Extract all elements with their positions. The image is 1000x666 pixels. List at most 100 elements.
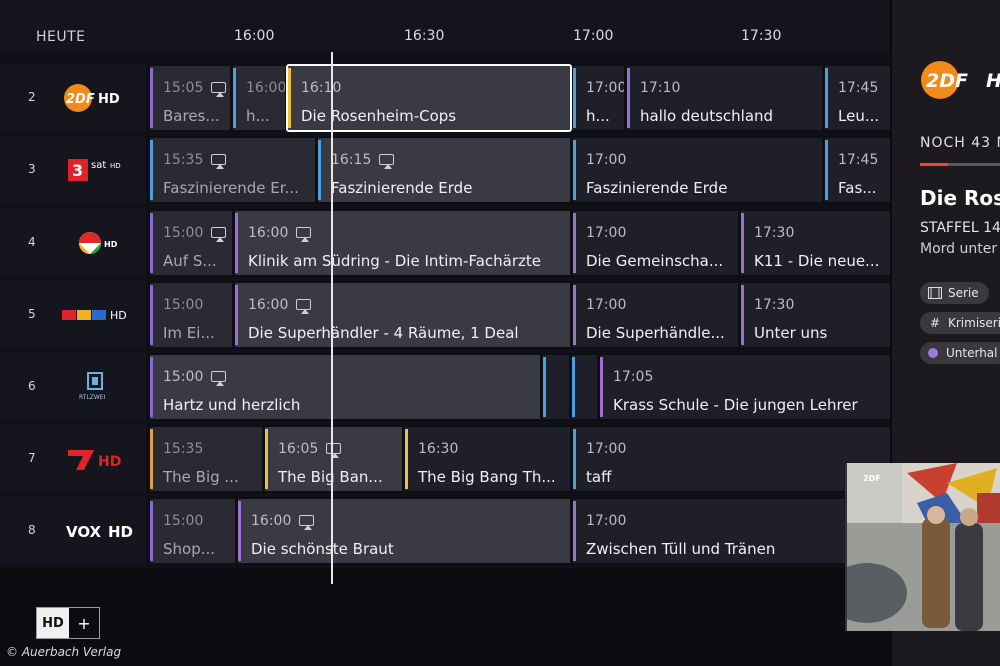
genre-color-bar [573,501,576,561]
today-label: HEUTE [36,29,86,45]
remaining-time: NOCH 43 M [920,135,1000,151]
program-title: h... [246,107,270,125]
channel-number: 6 [28,379,36,393]
rtl-hd-logo: HD [62,309,127,322]
program-start-time-text: 17:30 [754,225,795,241]
svg-text:HD: HD [110,162,121,170]
program-title: Faszinierende Erde [586,179,728,197]
program-start-time-text: 17:00 [586,152,627,168]
program-title: Die Gemeinscha... [586,252,724,270]
genre-color-bar [235,285,238,345]
program-title: Die Superhändle... [586,324,725,342]
genre-color-bar [627,68,630,128]
preview-watermark: 2DF [863,474,881,483]
replay-icon [326,443,342,458]
preview-image: 2DF [847,463,1000,631]
program-title: Die schönste Braut [251,540,394,558]
genre-color-bar [573,68,576,128]
genre-color-bar [405,429,408,489]
program-cell[interactable] [543,355,569,419]
svg-text:sat: sat [91,160,106,171]
program-start-time-text: 16:15 [331,152,372,168]
genre-color-bar [741,285,744,345]
program-start-time: 16:30 [418,441,458,457]
genre-color-bar [825,140,828,200]
program-title: K11 - Die neue... [754,252,880,270]
program-title: Faszinierende Erde [331,179,473,197]
program-start-time: 16:10 [301,80,341,96]
film-icon [928,287,942,299]
program-start-time-text: 16:10 [301,80,342,96]
genre-color-bar [150,140,153,200]
hd-label: HD [37,608,69,638]
time-tick-1700: 17:00 [573,28,614,44]
program-start-time-text: 17:00 [586,441,627,457]
genre-chip-label: Krimiseri [948,316,1000,330]
program-start-time-text: 17:00 [586,513,627,529]
svg-text:VOX: VOX [66,523,102,541]
genre-color-bar [600,357,603,417]
program-progress-bar [920,163,1000,166]
program-title: Klinik am Südring - Die Intim-Fachärzte [248,252,541,270]
program-title: The Big ... [163,468,239,486]
genre-color-bar [150,357,153,417]
program-title: Die Superhändler - 4 Räume, 1 Deal [248,324,519,342]
program-title: Auf S... [163,252,217,270]
replay-icon [296,299,312,314]
genre-chip-label: Unterhal [946,346,998,360]
replay-icon [379,154,395,169]
program-start-time-text: 17:00 [586,225,627,241]
program-title: Die Rosenheim-Cops [301,107,457,125]
program-start-time: 15:00 [163,297,203,313]
time-tick-1600: 16:00 [234,28,275,44]
genre-chip-label: Serie [948,286,979,300]
time-tick-1730: 17:30 [741,28,782,44]
channel-logo: HD [62,299,138,331]
program-start-time-text: 15:00 [163,369,204,385]
program-cell[interactable] [572,355,597,419]
zdf-logo: 2DF H [921,61,1000,99]
program-start-time: 15:35 [163,441,203,457]
program-title: Unter uns [754,324,828,342]
channel-number: 8 [28,523,36,537]
live-preview-window[interactable]: 2DF [845,463,1000,631]
genre-color-bar [741,213,744,273]
program-title: Zwischen Tüll und Tränen [586,540,776,558]
